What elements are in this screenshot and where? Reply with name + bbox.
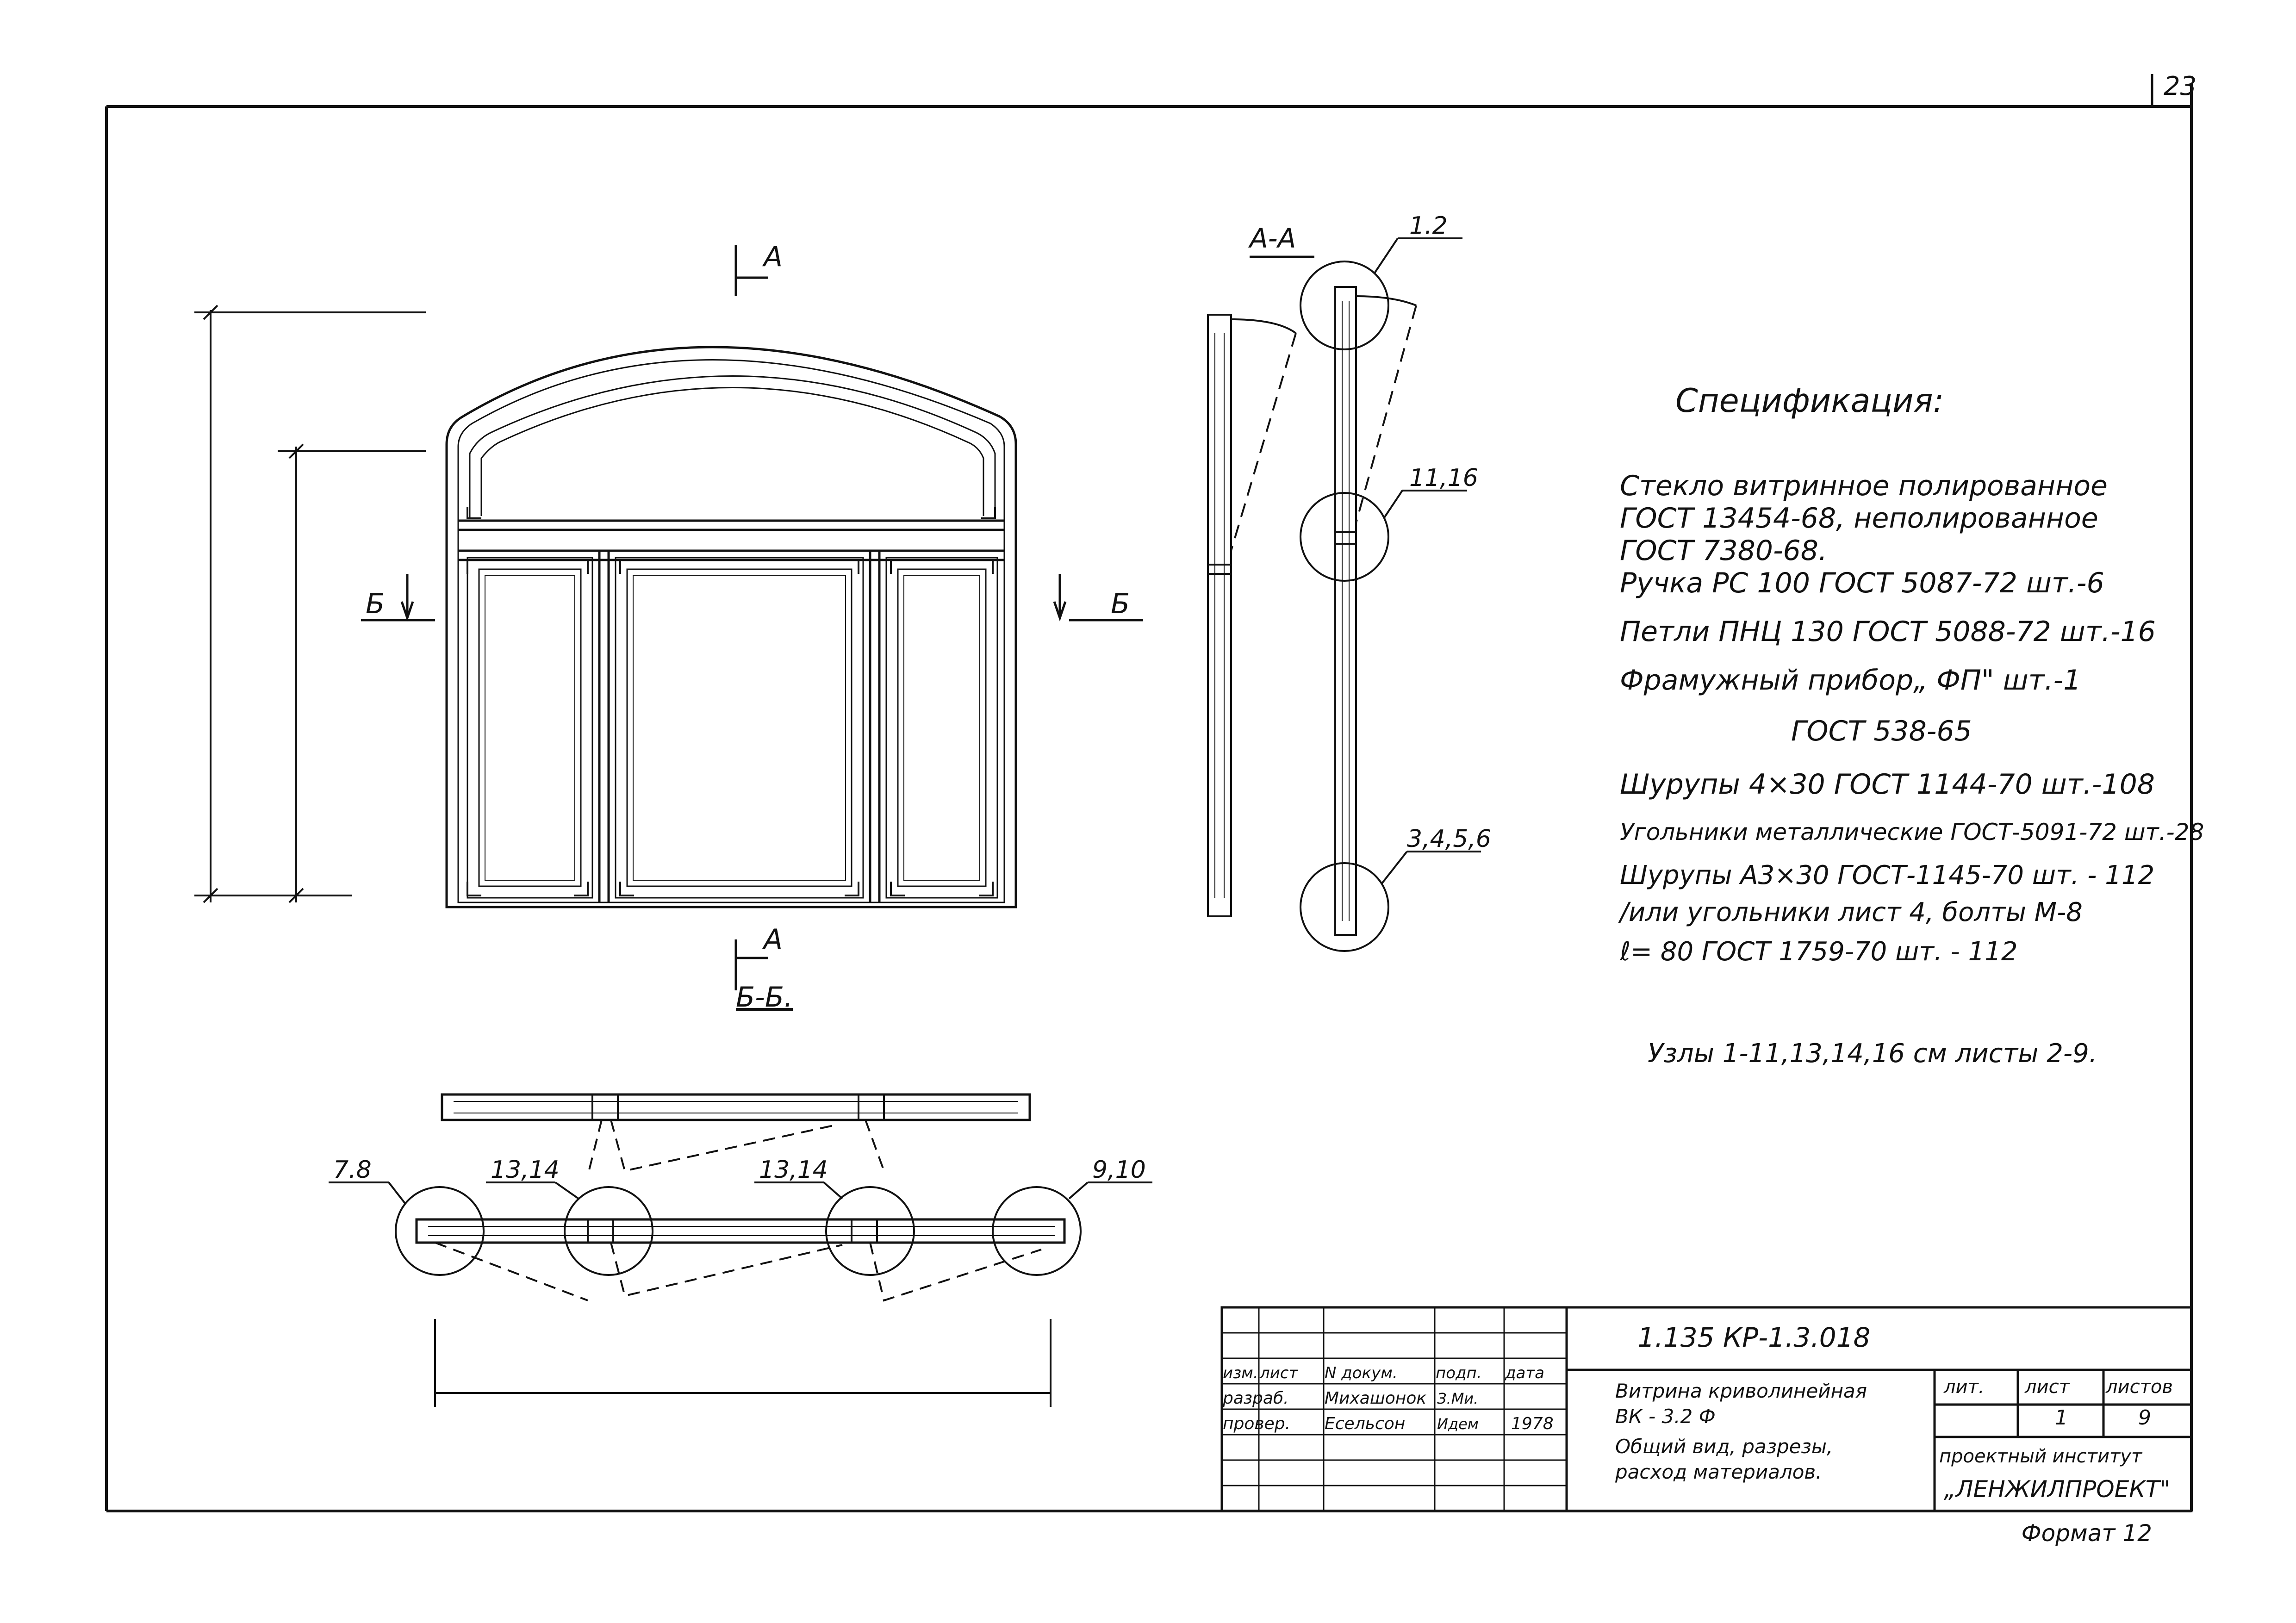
spec-line: ГОСТ 538-65 — [1791, 715, 1972, 747]
tb-lit-header: лит. — [1943, 1376, 1985, 1398]
tb-col-sign: подп. — [1436, 1364, 1482, 1382]
spec-line: Стекло витринное полированное — [1620, 470, 2108, 502]
spec-note: Узлы 1-11,13,14,16 см листы 2-9. — [1648, 1038, 2097, 1069]
drawing-code: 1.135 КР-1.3.018 — [1638, 1322, 1871, 1353]
tb-sign: Идем — [1437, 1415, 1479, 1433]
tb-sheets-header: листов — [2105, 1376, 2173, 1398]
format-label: Формат 12 — [2022, 1520, 2152, 1547]
spec-line: /или угольники лист 4, болты М-8 — [1618, 897, 2083, 927]
page-number: 23 — [2164, 71, 2196, 101]
node-callout-inner-left: 13,14 — [491, 1156, 560, 1184]
node-callout-left: 7.8 — [333, 1156, 372, 1184]
spec-line: Шурупы 4×30 ГОСТ 1144-70 шт.-108 — [1620, 768, 2155, 801]
spec-line: Угольники металлические ГОСТ-5091-72 шт.… — [1620, 819, 2204, 846]
tb-name: Есельсон — [1325, 1414, 1405, 1433]
node-circles-bb — [329, 1181, 1152, 1276]
title-block — [1220, 1306, 2193, 1512]
tb-sheets: 9 — [2138, 1406, 2151, 1430]
section-bb-plan — [415, 1093, 1066, 1407]
node-callout-bottom: 3,4,5,6 — [1407, 825, 1491, 853]
node-callout-inner-right: 13,14 — [759, 1156, 828, 1184]
tb-org-line2: „ЛЕНЖИЛПРОЕКТ" — [1944, 1476, 2170, 1503]
tb-sheet: 1 — [2055, 1406, 2068, 1430]
tb-name-line: ВК - 3.2 Ф — [1615, 1405, 1716, 1428]
spec-line: Петли ПНЦ 130 ГОСТ 5088-72 шт.-16 — [1620, 616, 2156, 648]
tb-sign: З.Ми. — [1437, 1390, 1478, 1407]
node-callout-right: 9,10 — [1092, 1156, 1146, 1184]
cut-b-left-label: Б — [366, 588, 385, 620]
node-circles-aa — [1300, 237, 1481, 952]
tb-name-line: Витрина криволинейная — [1615, 1380, 1867, 1402]
spec-line: ℓ= 80 ГОСТ 1759-70 шт. - 112 — [1619, 937, 2017, 967]
spec-line: Шурупы А3×30 ГОСТ-1145-70 шт. - 112 — [1620, 860, 2154, 890]
tb-sheet-header: лист — [2024, 1376, 2071, 1398]
sheet-frame — [105, 74, 2193, 1512]
dimension-lines-vertical — [194, 305, 426, 903]
cut-a-bottom-label: А — [762, 923, 783, 956]
tb-col-doc: N докум. — [1325, 1364, 1398, 1382]
tb-role: провер. — [1223, 1414, 1290, 1433]
tb-col-list: лист — [1259, 1364, 1299, 1382]
node-callout-middle: 11,16 — [1409, 464, 1478, 492]
spec-line: Ручка РС 100 ГОСТ 5087-72 шт.-6 — [1620, 567, 2104, 599]
tb-col-date: дата — [1505, 1364, 1544, 1382]
tb-date: 1978 — [1511, 1414, 1554, 1433]
cut-b-right-label: Б — [1111, 588, 1130, 620]
section-bb-title: Б-Б. — [736, 981, 793, 1014]
section-markers — [361, 245, 1143, 990]
section-aa — [1207, 255, 1417, 936]
spec-line: ГОСТ 13454-68, неполированное — [1620, 502, 2098, 535]
corner-brackets — [467, 507, 996, 896]
section-aa-title: А-А — [1248, 223, 1296, 254]
tb-name-line: Общий вид, разрезы, — [1615, 1435, 1833, 1458]
spec-line: Фрамужный прибор„ ФП" шт.-1 — [1620, 664, 2081, 696]
tb-name: Михашонок — [1325, 1389, 1426, 1408]
tb-name-line: расход материалов. — [1615, 1461, 1822, 1483]
spec-line: ГОСТ 7380-68. — [1620, 535, 1827, 567]
node-callout-top: 1.2 — [1409, 212, 1448, 240]
tb-col-izm: изм. — [1223, 1364, 1258, 1382]
cut-a-top-label: А — [762, 241, 783, 273]
window-front-view — [445, 346, 1017, 908]
spec-title: Спецификация: — [1675, 382, 1944, 420]
specification: Спецификация: Стекло витринное полирован… — [1618, 382, 2204, 1069]
tb-role: разраб. — [1222, 1389, 1289, 1408]
tb-org-line1: проектный институт — [1939, 1446, 2143, 1467]
